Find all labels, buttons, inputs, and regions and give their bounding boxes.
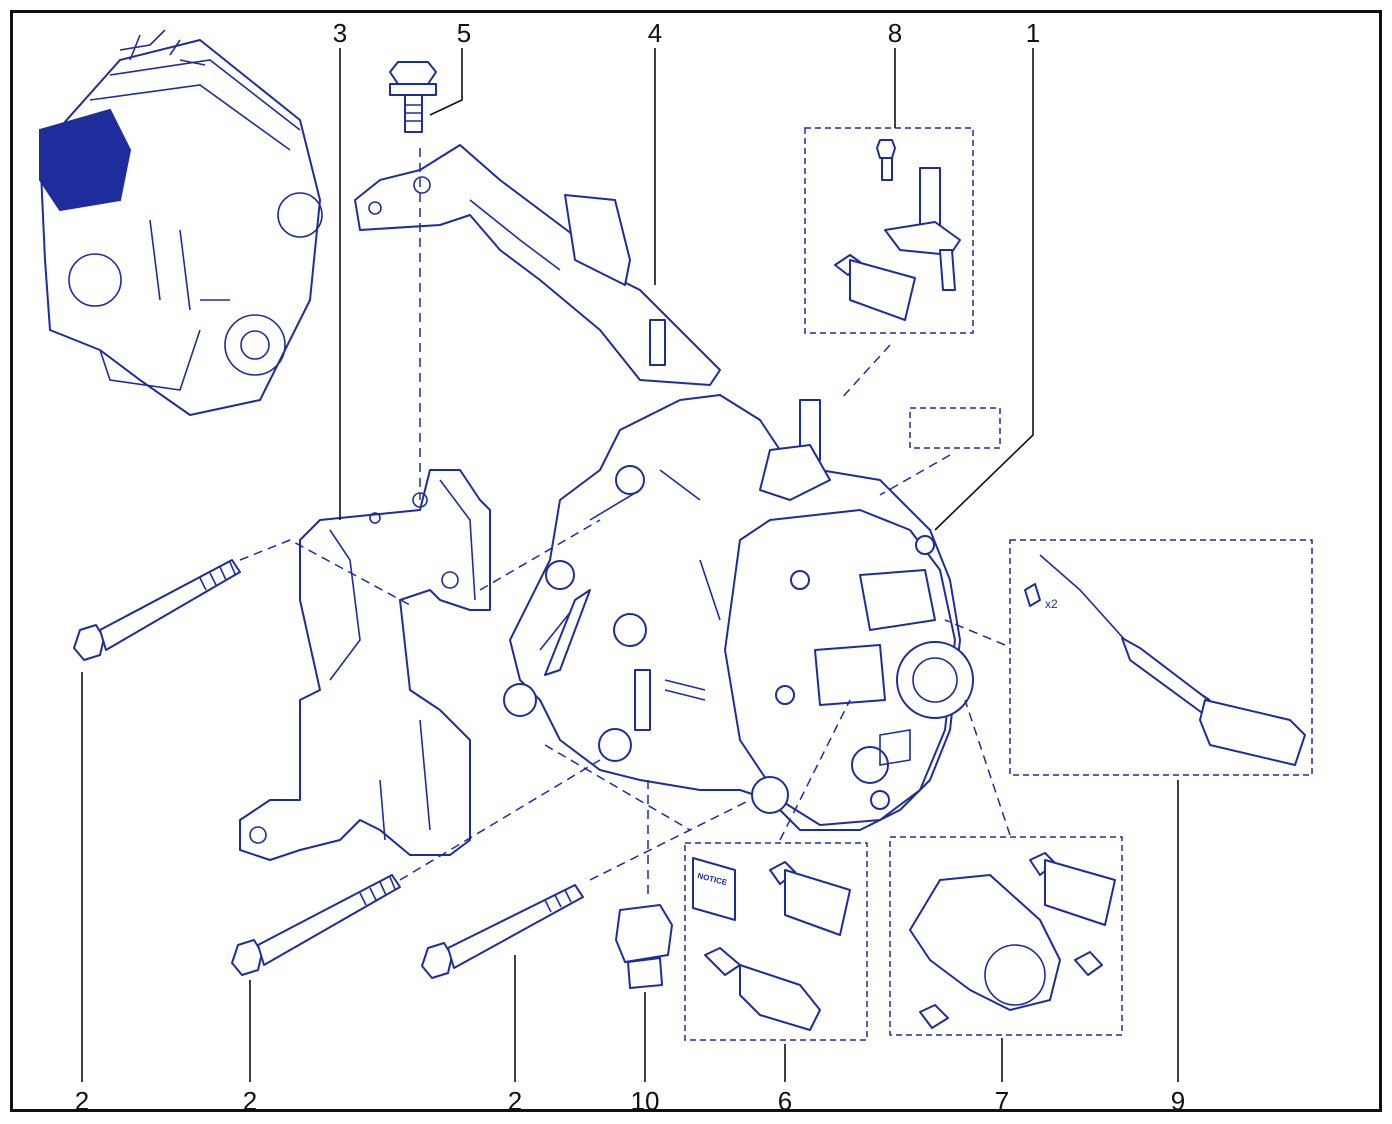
callout-label: 3	[333, 18, 347, 48]
kit-7	[889, 836, 1123, 1036]
kit-9	[1009, 539, 1313, 776]
callout-label: 8	[888, 18, 902, 48]
callout-label: 2	[243, 1086, 257, 1116]
bolt-5	[389, 61, 437, 133]
quantity-label: x2	[1045, 597, 1058, 611]
callout-label: 10	[631, 1086, 660, 1116]
callouts-bottom: 2 2 2 10 6 7 9	[75, 1086, 1185, 1116]
part-10	[615, 904, 673, 989]
callout-label: 4	[648, 18, 662, 48]
bolt-2-left	[73, 559, 241, 661]
fuel-pump-1	[503, 394, 974, 831]
bracket-3	[239, 469, 491, 861]
bolt-2-right	[421, 884, 584, 979]
bracket-4	[354, 144, 721, 386]
callout-label: 7	[995, 1086, 1009, 1116]
kit-6	[684, 842, 868, 1041]
callout-label: 2	[75, 1086, 89, 1116]
kit-8	[804, 127, 974, 334]
diagram-frame	[10, 10, 1382, 1112]
callout-label: 5	[457, 18, 471, 48]
callout-label: 6	[778, 1086, 792, 1116]
leader-lines	[81, 48, 1179, 1082]
assembly-lines	[239, 148, 1011, 900]
callout-label: 1	[1026, 18, 1040, 48]
engine-thumbnail	[39, 29, 323, 416]
callout-label: 2	[508, 1086, 522, 1116]
callouts-top: 3 5 4 8 1	[333, 18, 1040, 48]
bolt-2-middle	[231, 874, 401, 976]
empty-kit-box	[909, 407, 1001, 449]
callout-label: 9	[1171, 1086, 1185, 1116]
